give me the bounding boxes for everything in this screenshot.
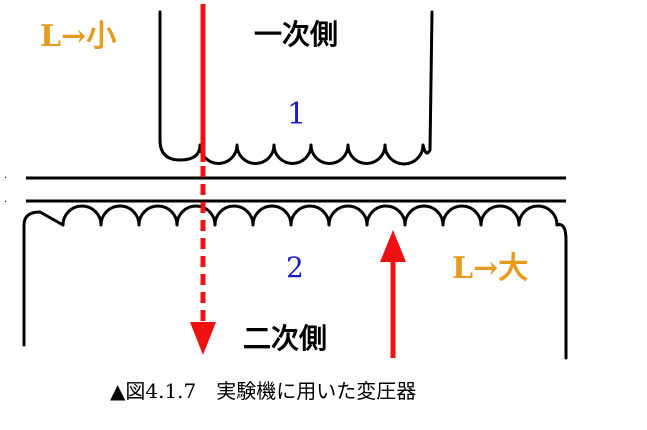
core-mark-top: ·: [4, 173, 7, 184]
primary-number: 1: [287, 97, 306, 132]
secondary-side-label: 二次側: [243, 322, 327, 355]
figure-caption: ▲図4.1.7 実験機に用いた変圧器: [110, 379, 416, 403]
primary-side-label: 一次側: [254, 18, 338, 51]
core: · ·: [4, 173, 566, 208]
down-arrowhead: [190, 322, 216, 355]
secondary-coil: [22, 204, 568, 360]
secondary-inductance-label: L→大: [452, 251, 528, 286]
up-arrowhead: [380, 230, 406, 262]
secondary-winding: [22, 204, 568, 360]
secondary-number: 2: [286, 251, 304, 284]
flux-arrows: [190, 4, 406, 358]
core-mark-bottom: ·: [4, 197, 7, 208]
primary-inductance-label: L→小: [40, 19, 116, 54]
